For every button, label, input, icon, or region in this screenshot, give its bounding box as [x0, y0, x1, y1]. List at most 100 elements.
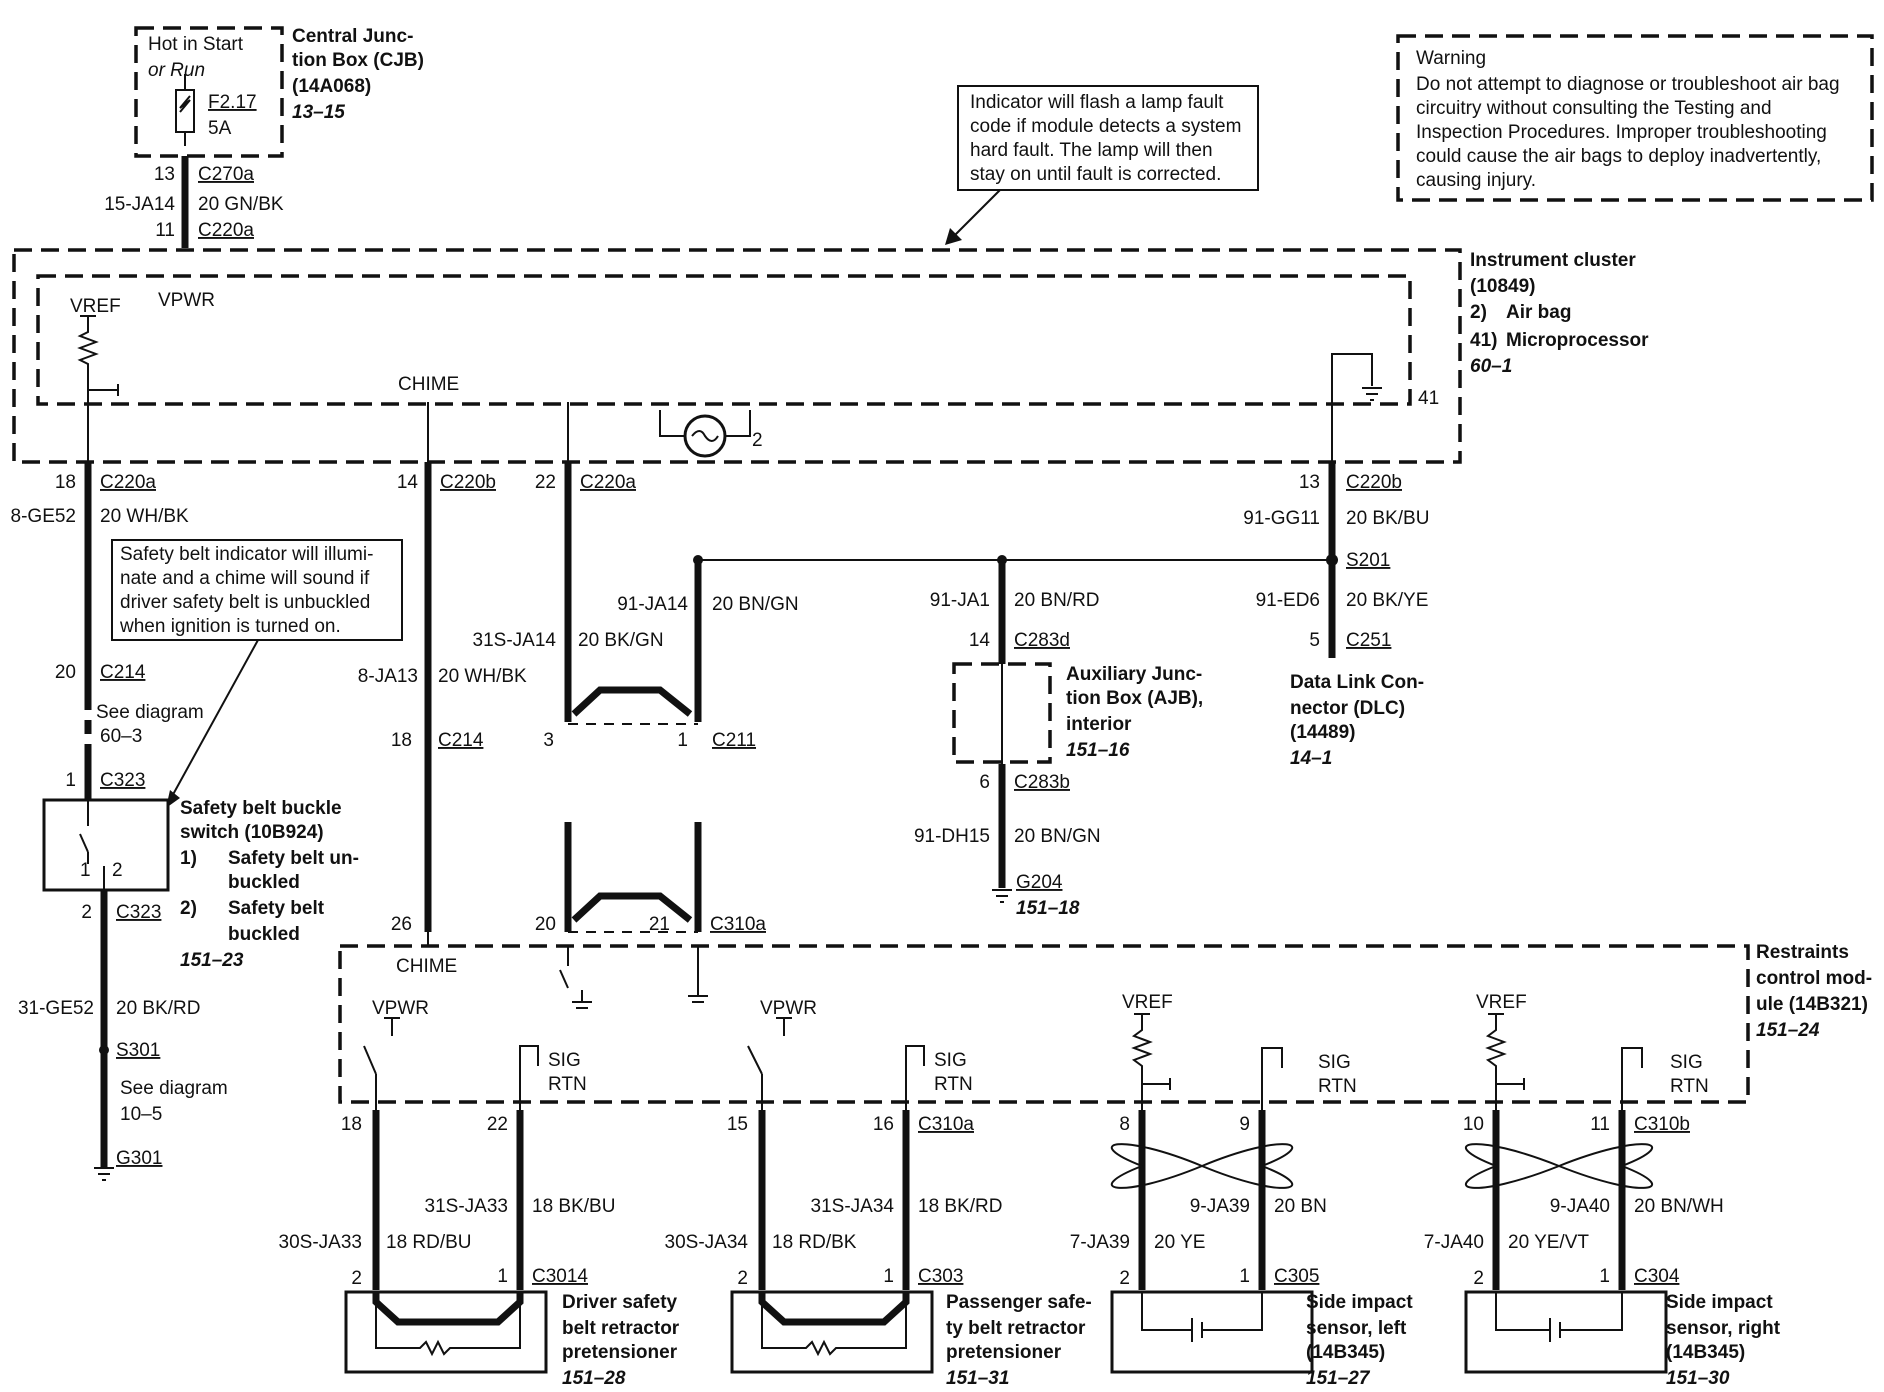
svg-text:Air bag: Air bag	[1506, 302, 1571, 323]
svg-text:C214: C214	[100, 662, 146, 683]
fuse-amp: 5A	[208, 118, 232, 139]
svg-text:9-JA40: 9-JA40	[1550, 1196, 1610, 1217]
svg-text:S201: S201	[1346, 550, 1390, 571]
svg-text:VPWR: VPWR	[158, 290, 215, 311]
svg-text:20 BN: 20 BN	[1274, 1196, 1327, 1217]
svg-text:14–1: 14–1	[1290, 748, 1332, 769]
svg-text:20 WH/BK: 20 WH/BK	[438, 666, 527, 687]
svg-text:C220a: C220a	[198, 220, 254, 241]
svg-text:Side impact: Side impact	[1306, 1292, 1413, 1313]
svg-text:31-GE52: 31-GE52	[18, 998, 94, 1019]
svg-text:C220a: C220a	[580, 472, 636, 493]
svg-text:Do not attempt to diagnose or: Do not attempt to diagnose or troublesho…	[1416, 74, 1840, 95]
svg-text:(14489): (14489)	[1290, 722, 1356, 743]
svg-text:causing injury.: causing injury.	[1416, 170, 1536, 191]
svg-text:6: 6	[979, 772, 990, 793]
svg-text:C283d: C283d	[1014, 630, 1070, 651]
svg-text:8: 8	[1119, 1114, 1130, 1135]
svg-text:15-JA14: 15-JA14	[104, 194, 175, 215]
svg-text:RTN: RTN	[934, 1074, 973, 1095]
svg-text:C220a: C220a	[100, 472, 156, 493]
svg-text:C214: C214	[438, 730, 484, 751]
svg-text:20 BN/RD: 20 BN/RD	[1014, 590, 1100, 611]
svg-text:18: 18	[341, 1114, 362, 1135]
svg-text:7-JA39: 7-JA39	[1070, 1232, 1130, 1253]
svg-text:1: 1	[1239, 1266, 1250, 1287]
svg-text:2: 2	[1119, 1268, 1130, 1289]
svg-text:buckled: buckled	[228, 872, 300, 893]
svg-text:20 BK/BU: 20 BK/BU	[1346, 508, 1429, 529]
cjb-hot-label: Hot in Start	[148, 34, 244, 55]
svg-text:20 BN/WH: 20 BN/WH	[1634, 1196, 1724, 1217]
svg-text:2: 2	[737, 1268, 748, 1289]
svg-text:13: 13	[154, 164, 175, 185]
svg-text:91-JA1: 91-JA1	[930, 590, 990, 611]
svg-text:Safety belt un-: Safety belt un-	[228, 848, 359, 869]
svg-text:C310a: C310a	[918, 1114, 974, 1135]
svg-text:C283b: C283b	[1014, 772, 1070, 793]
passenger-pretensioner: 15 16 C310a 31S-JA34 18 BK/RD 30S-JA34 1…	[665, 1110, 1092, 1389]
restraints-control-module: Restraints control mod- ule (14B321) 151…	[338, 932, 1872, 1110]
svg-text:RTN: RTN	[1670, 1076, 1709, 1097]
svg-text:20 GN/BK: 20 GN/BK	[198, 194, 284, 215]
svg-text:switch (10B924): switch (10B924)	[180, 822, 324, 843]
svg-text:60–1: 60–1	[1470, 356, 1512, 377]
svg-text:20 YE/VT: 20 YE/VT	[1508, 1232, 1589, 1253]
cjb-title-2: tion Box (CJB)	[292, 50, 424, 71]
svg-text:C305: C305	[1274, 1266, 1319, 1287]
left-buckle-circuit: 18 C220a 8-GE52 20 WH/BK 20 C214 See dia…	[11, 462, 403, 1181]
svg-text:VREF: VREF	[1476, 992, 1527, 1013]
svg-text:20 BK/RD: 20 BK/RD	[116, 998, 200, 1019]
svg-text:1: 1	[883, 1266, 894, 1287]
svg-text:CHIME: CHIME	[396, 956, 457, 977]
svg-text:See diagram: See diagram	[120, 1078, 228, 1099]
svg-text:31S-JA14: 31S-JA14	[473, 630, 557, 651]
svg-text:151–24: 151–24	[1756, 1020, 1820, 1041]
svg-text:VREF: VREF	[70, 296, 121, 317]
svg-text:control mod-: control mod-	[1756, 968, 1872, 989]
svg-text:20: 20	[535, 914, 556, 935]
svg-text:20 BN/GN: 20 BN/GN	[712, 594, 799, 615]
svg-text:18: 18	[391, 730, 412, 751]
svg-text:151–23: 151–23	[180, 950, 244, 971]
chime-and-lamp-circuit: 14 C220b 22 C220a 91-JA14 20 BN/GN 31S-J…	[358, 462, 1332, 935]
svg-text:20 WH/BK: 20 WH/BK	[100, 506, 189, 527]
svg-text:driver safety belt is unbuckle: driver safety belt is unbuckled	[120, 592, 370, 613]
svg-text:See diagram: See diagram	[96, 702, 204, 723]
svg-text:VPWR: VPWR	[760, 998, 817, 1019]
svg-text:151–18: 151–18	[1016, 898, 1080, 919]
note-lamp-fault: Indicator will flash a lamp fault code i…	[945, 85, 1259, 245]
svg-text:2: 2	[81, 902, 92, 923]
svg-text:C251: C251	[1346, 630, 1391, 651]
side-impact-sensor-right: 10 11 C310b 9-JA40 20 BN/WH 7-JA40 20 YE…	[1424, 1110, 1781, 1389]
svg-text:5: 5	[1309, 630, 1320, 651]
svg-text:S301: S301	[116, 1040, 160, 1061]
svg-text:30S-JA33: 30S-JA33	[279, 1232, 362, 1253]
cjb-title-1: Central Junc-	[292, 26, 413, 47]
svg-text:1: 1	[677, 730, 688, 751]
data-link-connector: 13 C220b 91-GG11 20 BK/BU S201 91-ED6 20…	[1243, 462, 1429, 769]
svg-text:tion Box (AJB),: tion Box (AJB),	[1066, 688, 1203, 709]
svg-text:1: 1	[497, 1266, 508, 1287]
svg-text:26: 26	[391, 914, 412, 935]
svg-text:pretensioner: pretensioner	[946, 1342, 1062, 1363]
svg-text:2: 2	[112, 860, 123, 881]
svg-text:nate and a chime will sound if: nate and a chime will sound if	[120, 568, 370, 589]
svg-text:11: 11	[1590, 1114, 1610, 1135]
svg-text:1: 1	[65, 770, 76, 791]
svg-text:ty belt retractor: ty belt retractor	[946, 1318, 1086, 1339]
driver-pretensioner: 18 22 31S-JA33 18 BK/BU 30S-JA33 18 RD/B…	[279, 1110, 680, 1389]
svg-text:3: 3	[543, 730, 554, 751]
svg-text:1: 1	[1599, 1266, 1610, 1287]
svg-text:22: 22	[535, 472, 556, 493]
svg-text:hard fault. The lamp will then: hard fault. The lamp will then	[970, 140, 1213, 161]
svg-text:Instrument cluster: Instrument cluster	[1470, 250, 1636, 271]
svg-text:151–30: 151–30	[1666, 1368, 1730, 1389]
svg-text:C211: C211	[712, 730, 756, 751]
svg-text:(14B345): (14B345)	[1306, 1342, 1385, 1363]
svg-text:(14B345): (14B345)	[1666, 1342, 1745, 1363]
svg-text:VPWR: VPWR	[372, 998, 429, 1019]
svg-text:C303: C303	[918, 1266, 963, 1287]
svg-text:Side impact: Side impact	[1666, 1292, 1773, 1313]
